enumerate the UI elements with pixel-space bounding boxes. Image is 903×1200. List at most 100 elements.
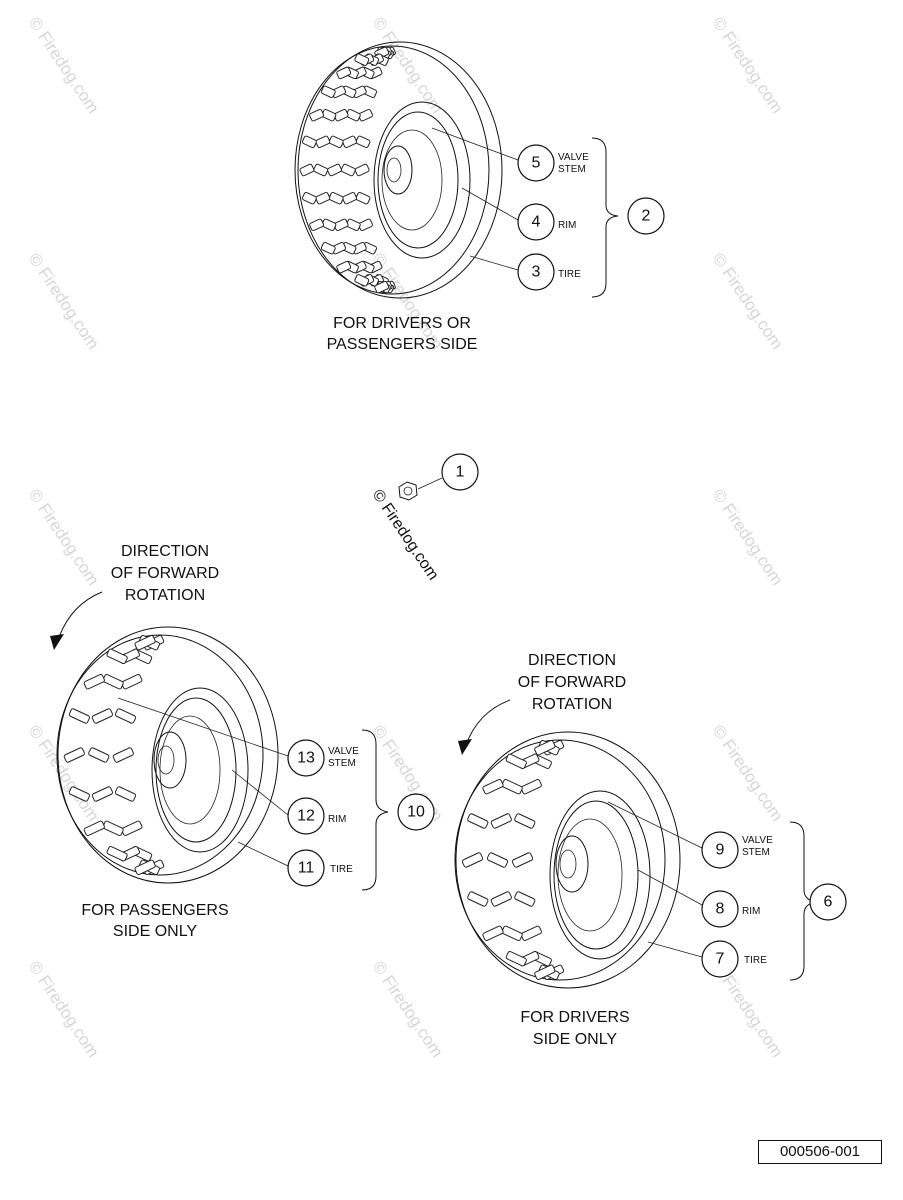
rim-label: RIM [742, 906, 760, 917]
tire-label: TIRE [558, 269, 581, 280]
tread-block [490, 891, 512, 907]
tread-block [91, 708, 113, 724]
right-wheel-group-callout: 6 [809, 883, 847, 921]
rim-label: RIM [328, 814, 346, 825]
tread-block [514, 891, 536, 907]
watermark: © Firedog.com [25, 958, 103, 1061]
tread-block [342, 191, 358, 205]
left-wheel-group-callout: 10 [397, 793, 435, 831]
tire-label: TIRE [744, 955, 767, 966]
tread-block [355, 135, 371, 149]
watermark: © Firedog.com [369, 958, 447, 1061]
tread-block [112, 747, 134, 763]
tread-block [134, 635, 156, 651]
callout-1: 1 [456, 464, 465, 481]
tread-block [336, 66, 352, 80]
watermark: © Firedog.com [25, 486, 103, 589]
tread-block [520, 779, 542, 795]
tread-block [68, 708, 90, 724]
watermark: © Firedog.com [369, 14, 447, 117]
callout-5: 5 [532, 155, 541, 172]
tread-block [355, 191, 371, 205]
tread-block [328, 191, 344, 205]
left-wheel-callout-rim: 12 RIM [287, 797, 346, 835]
left-wheel-leaders [117, 697, 389, 891]
tread-block [501, 925, 523, 941]
tread-block [461, 852, 484, 868]
watermark: © Firedog.com [709, 722, 787, 825]
tread-block [83, 820, 105, 836]
watermark: © Firedog.com [25, 250, 103, 353]
tread-block [514, 813, 536, 829]
tread-block [114, 786, 137, 802]
watermark: © Firedog.com [25, 14, 103, 117]
tread-block [102, 820, 124, 836]
tread-block [520, 925, 542, 941]
callout-8: 8 [716, 901, 725, 918]
drawing-number: 000506-001 [758, 1140, 882, 1164]
tread-block [106, 846, 128, 862]
callout-11: 11 [298, 860, 315, 877]
tread-block [467, 891, 489, 907]
callout-9: 9 [716, 842, 725, 859]
tread-block [501, 779, 523, 795]
callout-6: 6 [824, 894, 833, 911]
tread-block [309, 108, 325, 122]
tread-block [320, 241, 336, 255]
tread-block [114, 708, 137, 724]
right-wheel-callout-tire: 7 TIRE [701, 940, 767, 978]
top-wheel-callout-tire: 3 TIRE [517, 253, 581, 291]
tread-block [342, 135, 358, 149]
tread-block [320, 85, 336, 99]
tread-block [340, 163, 356, 177]
tread-block [482, 925, 504, 941]
tread-block [505, 951, 527, 967]
tread-block [121, 820, 143, 836]
tread-block [106, 648, 128, 664]
callout-13: 13 [297, 750, 315, 767]
tread-block [511, 852, 534, 868]
callout-12: 12 [297, 808, 315, 825]
rotation-arrow-icon [50, 634, 64, 650]
tread-block [490, 813, 512, 829]
lug-nut: 1 [398, 453, 479, 501]
right-wheel-callout-rim: 8 RIM [701, 890, 760, 928]
rim-label: RIM [558, 220, 576, 231]
tread-block [354, 274, 370, 287]
tread-block [315, 191, 331, 205]
tread-block [91, 786, 113, 802]
callout-4: 4 [532, 214, 541, 231]
left-wheel-callout-tire: 11 TIRE [287, 849, 353, 887]
tread-block [315, 135, 331, 149]
tread-block [88, 747, 110, 763]
tread-block [134, 859, 156, 875]
watermark: © Firedog.com [25, 722, 103, 825]
tire-label: TIRE [330, 864, 353, 875]
rotation-arrow-icon [458, 739, 472, 755]
tread-block [301, 135, 317, 149]
callout-10: 10 [407, 804, 425, 821]
callout-2: 2 [642, 208, 651, 225]
center-watermark: © Firedog.com [369, 487, 442, 584]
tread-block [327, 163, 342, 177]
tread-block [534, 740, 556, 756]
right-wheel-drawing [454, 731, 681, 989]
tread-block [63, 747, 85, 763]
tread-block [83, 674, 105, 690]
tread-block [354, 163, 370, 177]
callout-3: 3 [532, 264, 541, 281]
tread-block [374, 280, 390, 294]
